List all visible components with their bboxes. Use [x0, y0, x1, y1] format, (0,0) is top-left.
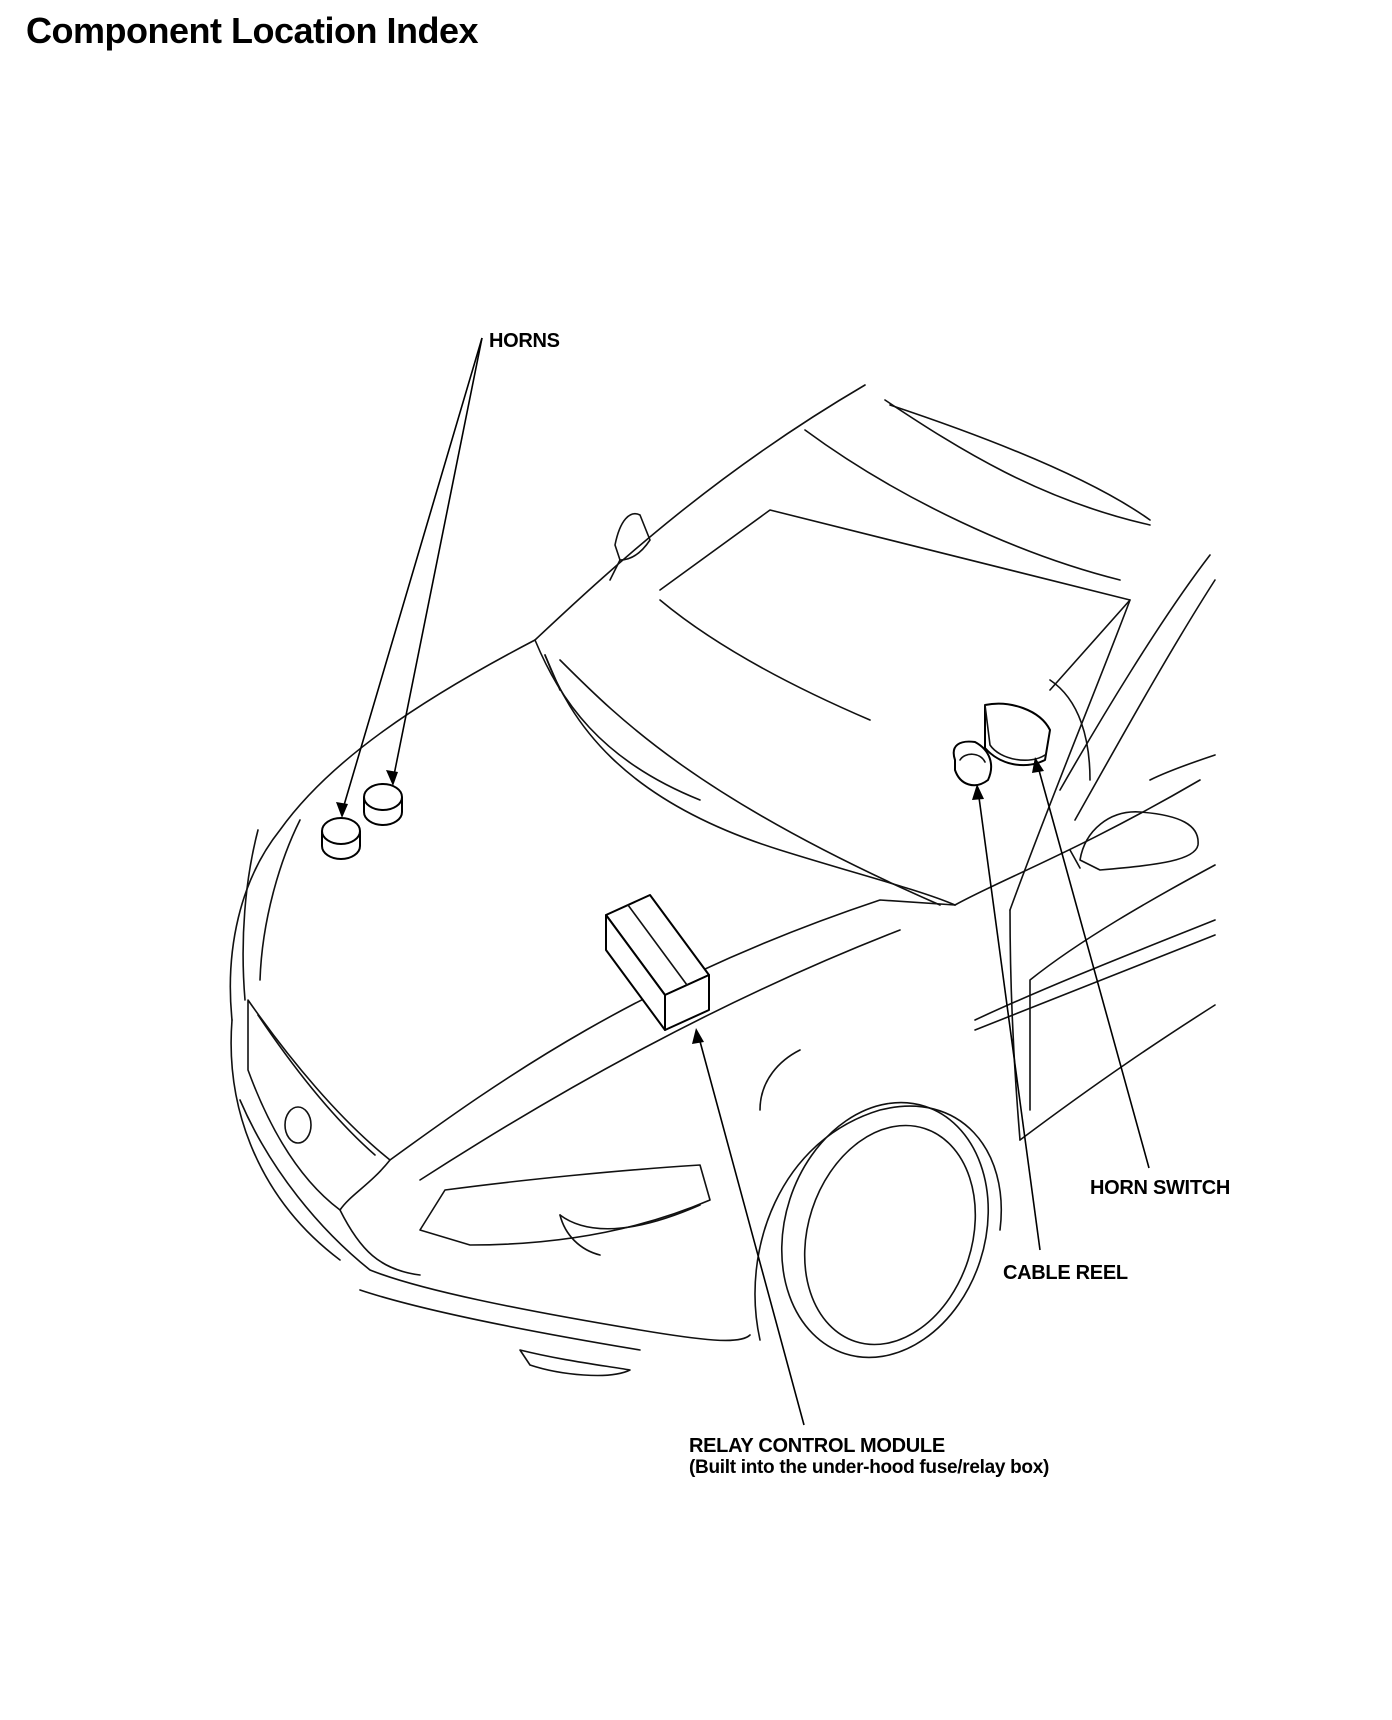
leader-lines: [336, 337, 1150, 1426]
horn-switch-label: HORN SWITCH: [1090, 1177, 1231, 1199]
horn-switch-component: [984, 702, 1051, 767]
cable-reel-component: [952, 740, 993, 787]
page-title: Component Location Index: [26, 10, 479, 51]
relay-control-module-note: (Built into the under-hood fuse/relay bo…: [689, 1457, 1050, 1478]
car-body: [229, 384, 1216, 1377]
horn-right: [363, 783, 403, 826]
relay-control-module-label: RELAY CONTROL MODULE: [689, 1435, 945, 1457]
horns-component: [321, 783, 403, 860]
cable-reel-label: CABLE REEL: [1003, 1262, 1128, 1284]
horn-left: [321, 817, 361, 860]
horns-label: HORNS: [489, 330, 560, 352]
relay-control-module-box: [605, 894, 710, 1031]
